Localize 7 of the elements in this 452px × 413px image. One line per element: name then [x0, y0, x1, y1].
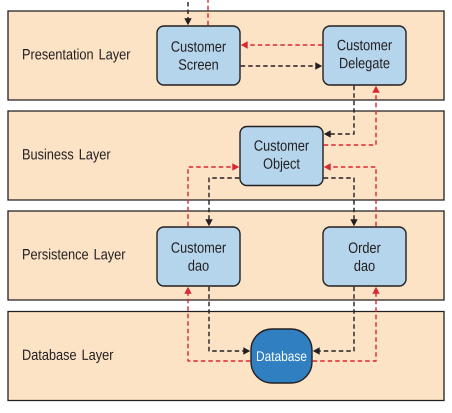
component-box: Customer Object [239, 126, 324, 186]
connector-line [207, 0, 209, 26]
component-box: Customer Screen [156, 25, 241, 86]
database-node: Database [250, 328, 313, 384]
component-box: Customer dao [156, 226, 241, 287]
component-box: Order dao [322, 226, 407, 287]
component-box: Customer Delegate [322, 25, 407, 86]
